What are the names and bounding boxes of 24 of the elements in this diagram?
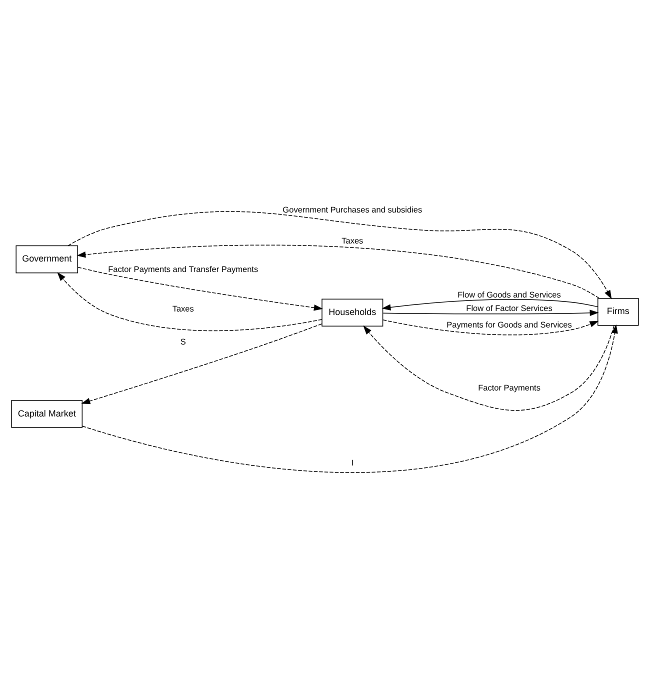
arrow — [382, 299, 598, 310]
arrow — [382, 320, 599, 336]
node-box: Households — [322, 298, 384, 326]
edge-label: Payments for Goods and Services — [446, 320, 572, 330]
arrow — [81, 323, 322, 404]
arrow — [382, 310, 599, 316]
edge-label: Factor Payments and Transfer Payments — [108, 264, 258, 274]
arrow — [68, 211, 612, 300]
edge-label: Flow of Goods and Services — [458, 290, 561, 300]
edge-label: Taxes — [172, 304, 194, 314]
arrow — [363, 325, 614, 411]
edge-label: Factor Payments — [478, 384, 540, 393]
edge-label: Flow of Factor Services — [466, 304, 552, 313]
edge-label: Government Purchases and subsidies — [282, 206, 422, 215]
node-box: Firms — [598, 298, 639, 326]
edge-label: Taxes — [342, 236, 364, 246]
arrow — [57, 272, 322, 332]
arrow — [76, 244, 600, 299]
arrow — [82, 324, 618, 473]
edge-label: S — [180, 338, 186, 347]
arrow — [78, 266, 323, 311]
edge-label: I — [351, 458, 354, 468]
node-box: Government — [16, 245, 78, 274]
node-box: Capital Market — [11, 400, 83, 428]
